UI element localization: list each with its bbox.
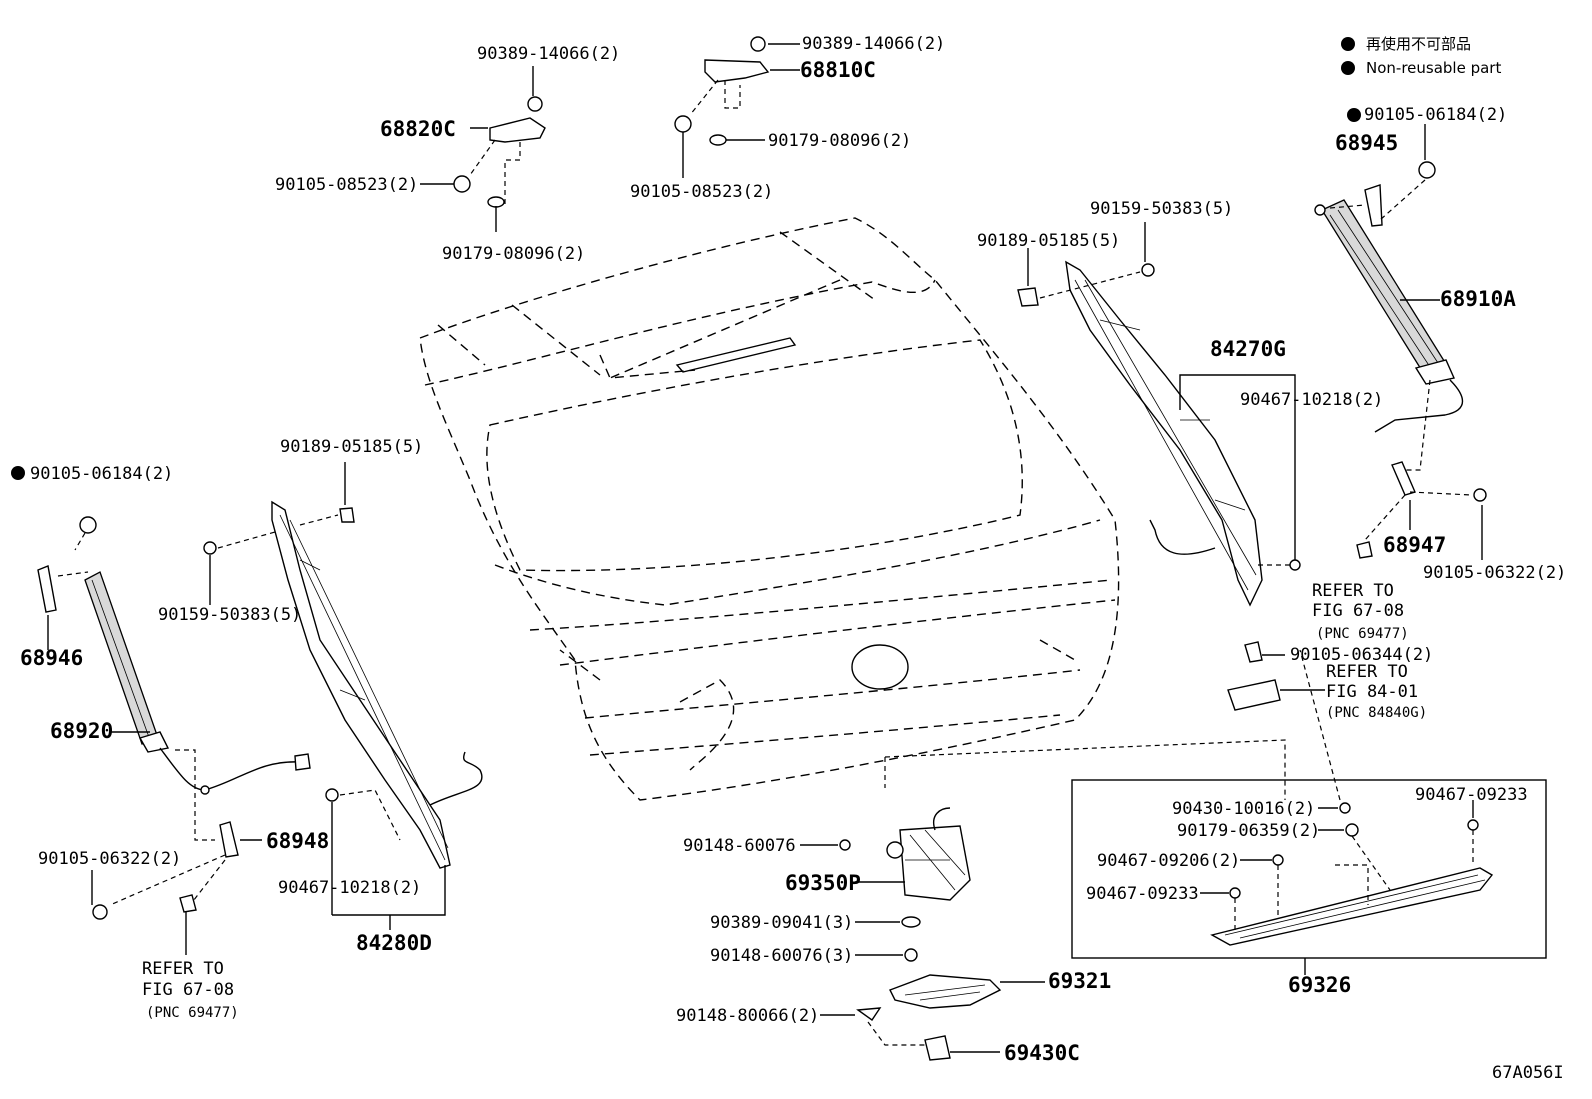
label-90389-14066-a: 90389-14066(2)	[477, 44, 620, 64]
label-90467-10218-r: 90467-10218(2)	[1240, 390, 1383, 410]
damper-stay-68920	[37, 516, 311, 955]
label-90467-09206: 90467-09206(2)	[1097, 851, 1240, 871]
power-drive-84280D	[203, 462, 483, 930]
screw-90105-06344	[1227, 641, 1325, 711]
non-reusable-bullet-icon	[1341, 37, 1355, 51]
label-90467-09233-a: 90467-09233	[1415, 785, 1528, 805]
legend: 再使用不可部品 Non-reusable part	[1341, 35, 1501, 77]
label-fig-l: FIG 67-08	[142, 980, 234, 1000]
garnish-69326-group	[1071, 649, 1547, 975]
label-68820C: 68820C	[380, 117, 456, 141]
label-90389-14066-b: 90389-14066(2)	[802, 34, 945, 54]
label-90189-05185-l: 90189-05185(5)	[280, 437, 423, 457]
label-90105-08523-b: 90105-08523(2)	[630, 182, 773, 202]
non-reusable-bullet-icon	[1347, 108, 1361, 122]
label-68945: 68945	[1335, 131, 1398, 155]
label-90159-50383-l: 90159-50383(5)	[158, 605, 301, 625]
lock-assembly-69350P	[800, 807, 971, 962]
label-68910A: 68910A	[1440, 287, 1516, 311]
label-90467-09233-b: 90467-09233	[1086, 884, 1199, 904]
label-90105-06184-r: 90105-06184(2)	[1364, 105, 1507, 125]
label-90159-50383-r: 90159-50383(5)	[1090, 199, 1233, 219]
label-refer-r1: REFER TO	[1312, 581, 1394, 601]
label-68948: 68948	[266, 829, 329, 853]
label-68946: 68946	[20, 646, 83, 670]
label-90105-08523-a: 90105-08523(2)	[275, 175, 418, 195]
damper-stay-68910A	[1314, 124, 1487, 560]
label-90148-60076-a: 90148-60076	[683, 836, 796, 856]
label-69430C: 69430C	[1004, 1041, 1080, 1065]
label-90467-10218-l: 90467-10218(2)	[278, 878, 421, 898]
label-90179-08096-b: 90179-08096(2)	[768, 131, 911, 151]
label-90148-60076-b: 90148-60076(3)	[710, 946, 853, 966]
label-refer-r2: REFER TO	[1326, 662, 1408, 682]
label-90105-06322-r: 90105-06322(2)	[1423, 563, 1566, 583]
label-90105-06322-l: 90105-06322(2)	[38, 849, 181, 869]
label-69350P: 69350P	[785, 871, 861, 895]
power-drive-84270G	[1017, 222, 1301, 607]
label-84270G: 84270G	[1210, 337, 1286, 361]
hinge-68820C	[420, 66, 546, 232]
label-69321: 69321	[1048, 969, 1111, 993]
label-84280D: 84280D	[356, 931, 432, 955]
figure-code: 67A056I	[1492, 1063, 1564, 1083]
label-69326: 69326	[1288, 973, 1351, 997]
back-door-panel	[419, 217, 1286, 801]
label-90430-10016: 90430-10016(2)	[1172, 799, 1315, 819]
label-90189-05185-r: 90189-05185(5)	[977, 231, 1120, 251]
label-90179-08096-a: 90179-08096(2)	[442, 244, 585, 264]
label-pnc-l: (PNC 69477)	[146, 1005, 239, 1021]
label-fig-r1: FIG 67-08	[1312, 601, 1404, 621]
label-90105-06344: 90105-06344(2)	[1290, 645, 1433, 665]
label-90389-09041: 90389-09041(3)	[710, 913, 853, 933]
label-68920: 68920	[50, 719, 113, 743]
label-pnc-r1: (PNC 69477)	[1316, 626, 1409, 642]
label-fig-r2: FIG 84-01	[1326, 682, 1418, 702]
legend-en: Non-reusable part	[1366, 59, 1501, 77]
label-90179-06359: 90179-06359(2)	[1177, 821, 1320, 841]
label-90148-80066: 90148-80066(2)	[676, 1006, 819, 1026]
label-pnc-r2: (PNC 84840G)	[1326, 705, 1427, 721]
label-90105-06184-l: 90105-06184(2)	[30, 464, 173, 484]
label-68947: 68947	[1383, 533, 1446, 557]
hinge-68810C	[674, 36, 800, 178]
label-refer-l: REFER TO	[142, 959, 224, 979]
non-reusable-bullet-icon	[11, 466, 25, 480]
label-68810C: 68810C	[800, 58, 876, 82]
legend-jp: 再使用不可部品	[1366, 35, 1471, 53]
handle-69321	[820, 974, 1045, 1061]
non-reusable-bullet-icon	[1341, 61, 1355, 75]
